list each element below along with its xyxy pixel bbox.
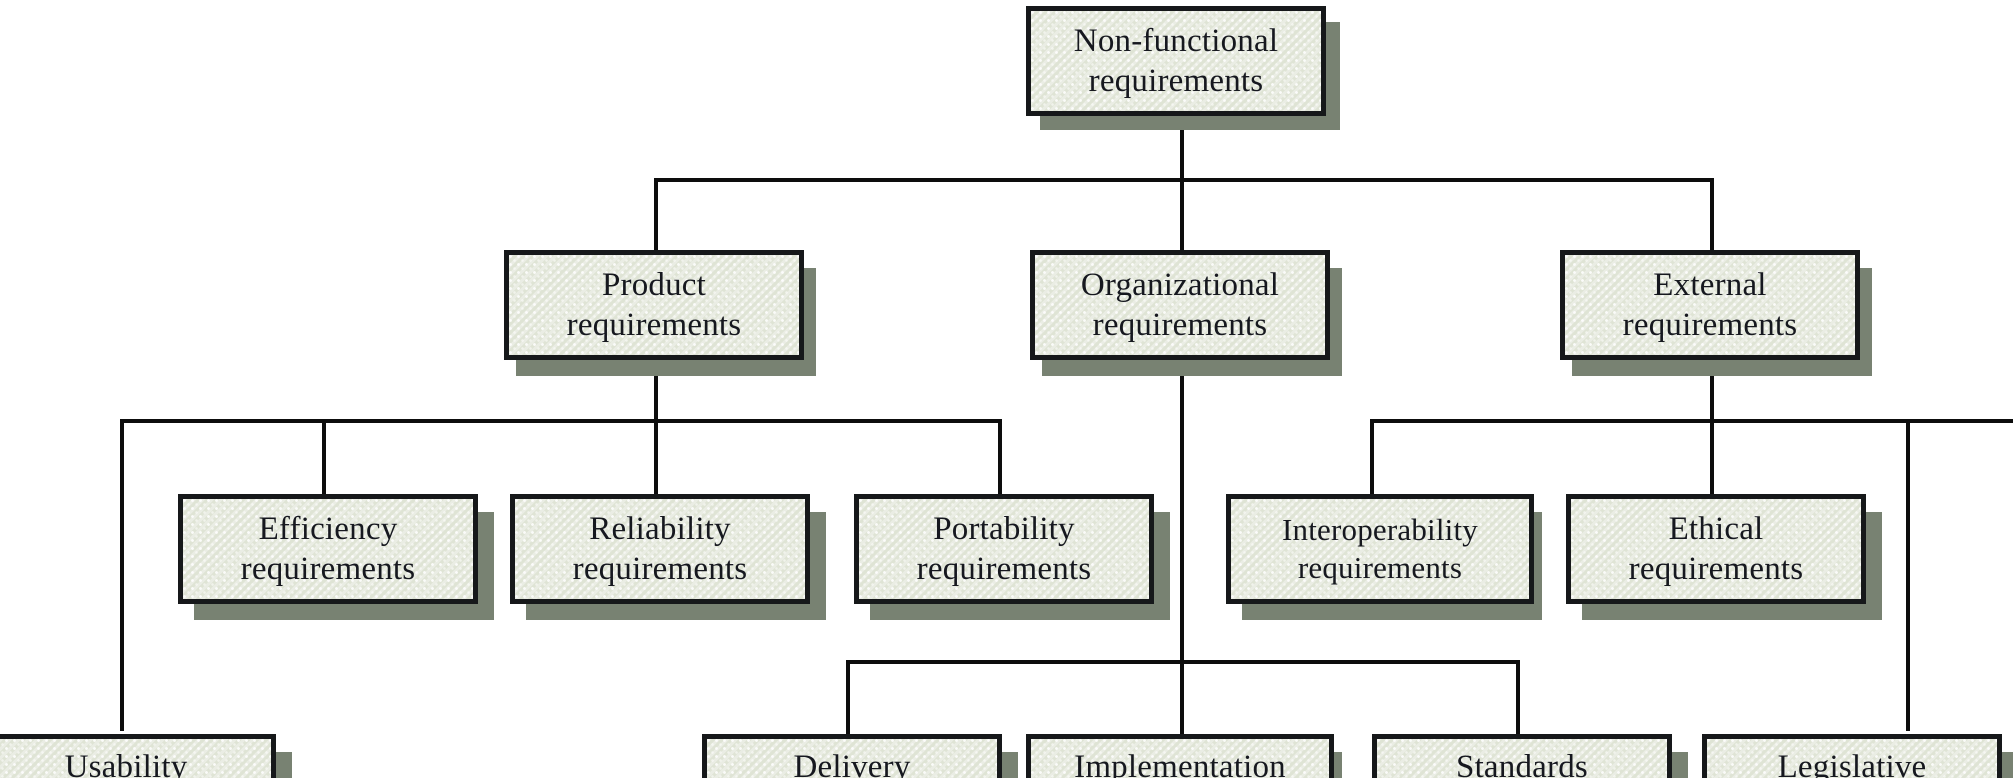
connector-to-interoperability	[1370, 419, 1374, 495]
node-root[interactable]: Non-functional requirements	[1026, 6, 1326, 116]
node-ethical[interactable]: Ethical requirements	[1566, 494, 1866, 604]
connector-external-to-legislative	[1906, 419, 1910, 731]
node-delivery[interactable]: Delivery	[702, 734, 1002, 778]
node-implementation[interactable]: Implementation	[1026, 734, 1334, 778]
node-product-line1: Product	[601, 266, 707, 303]
node-efficiency[interactable]: Efficiency requirements	[178, 494, 478, 604]
connector-to-external	[1710, 178, 1714, 250]
node-root-line2: requirements	[1088, 63, 1264, 99]
node-ethical-line2: requirements	[1628, 551, 1804, 587]
node-product[interactable]: Product requirements	[504, 250, 804, 360]
node-interoperability[interactable]: Interoperability requirements	[1226, 494, 1534, 604]
connector-bus-product	[120, 419, 1002, 423]
connector-bus-organizational	[846, 660, 1520, 664]
node-portability-line2: requirements	[916, 551, 1092, 587]
node-external-line1: External	[1653, 266, 1767, 303]
connector-to-ethical	[1710, 419, 1714, 495]
node-organizational-line1: Organizational	[1080, 266, 1280, 303]
connector-product-down	[654, 345, 658, 423]
connector-to-standards	[1516, 660, 1520, 735]
node-product-line2: requirements	[566, 307, 742, 343]
node-efficiency-line2: requirements	[240, 551, 416, 587]
node-organizational-line2: requirements	[1092, 307, 1268, 343]
node-organizational[interactable]: Organizational requirements	[1030, 250, 1330, 360]
node-portability[interactable]: Portability requirements	[854, 494, 1154, 604]
connector-external-down	[1710, 345, 1714, 423]
connector-product-to-usability	[120, 419, 124, 731]
connector-to-efficiency	[322, 419, 326, 495]
node-interoperability-line2: requirements	[1297, 550, 1463, 585]
node-legislative[interactable]: Legislative	[1702, 734, 2002, 778]
node-root-line1: Non-functional	[1073, 22, 1279, 59]
node-legislative-line1: Legislative	[1777, 749, 1927, 778]
connector-root-down	[1180, 104, 1184, 182]
node-reliability[interactable]: Reliability requirements	[510, 494, 810, 604]
connector-to-delivery	[846, 660, 850, 735]
node-reliability-line1: Reliability	[589, 510, 731, 547]
node-usability-line1: Usability	[64, 749, 188, 778]
node-portability-line1: Portability	[933, 510, 1075, 547]
connector-to-product	[654, 178, 658, 250]
node-external-line2: requirements	[1622, 307, 1798, 343]
node-usability[interactable]: Usability	[0, 734, 276, 778]
connector-to-organizational	[1180, 178, 1184, 250]
node-reliability-line2: requirements	[572, 551, 748, 587]
node-standards[interactable]: Standards	[1372, 734, 1672, 778]
connector-to-portability	[998, 419, 1002, 495]
connector-to-reliability	[654, 419, 658, 495]
connector-organizational-down	[1180, 345, 1184, 735]
node-implementation-line1: Implementation	[1074, 749, 1286, 778]
node-external[interactable]: External requirements	[1560, 250, 1860, 360]
node-efficiency-line1: Efficiency	[258, 510, 398, 547]
node-interoperability-line1: Interoperability	[1281, 512, 1478, 548]
node-ethical-line1: Ethical	[1668, 510, 1764, 547]
connector-bus-external	[1370, 419, 2013, 423]
node-delivery-line1: Delivery	[793, 749, 911, 778]
node-standards-line1: Standards	[1456, 749, 1588, 778]
